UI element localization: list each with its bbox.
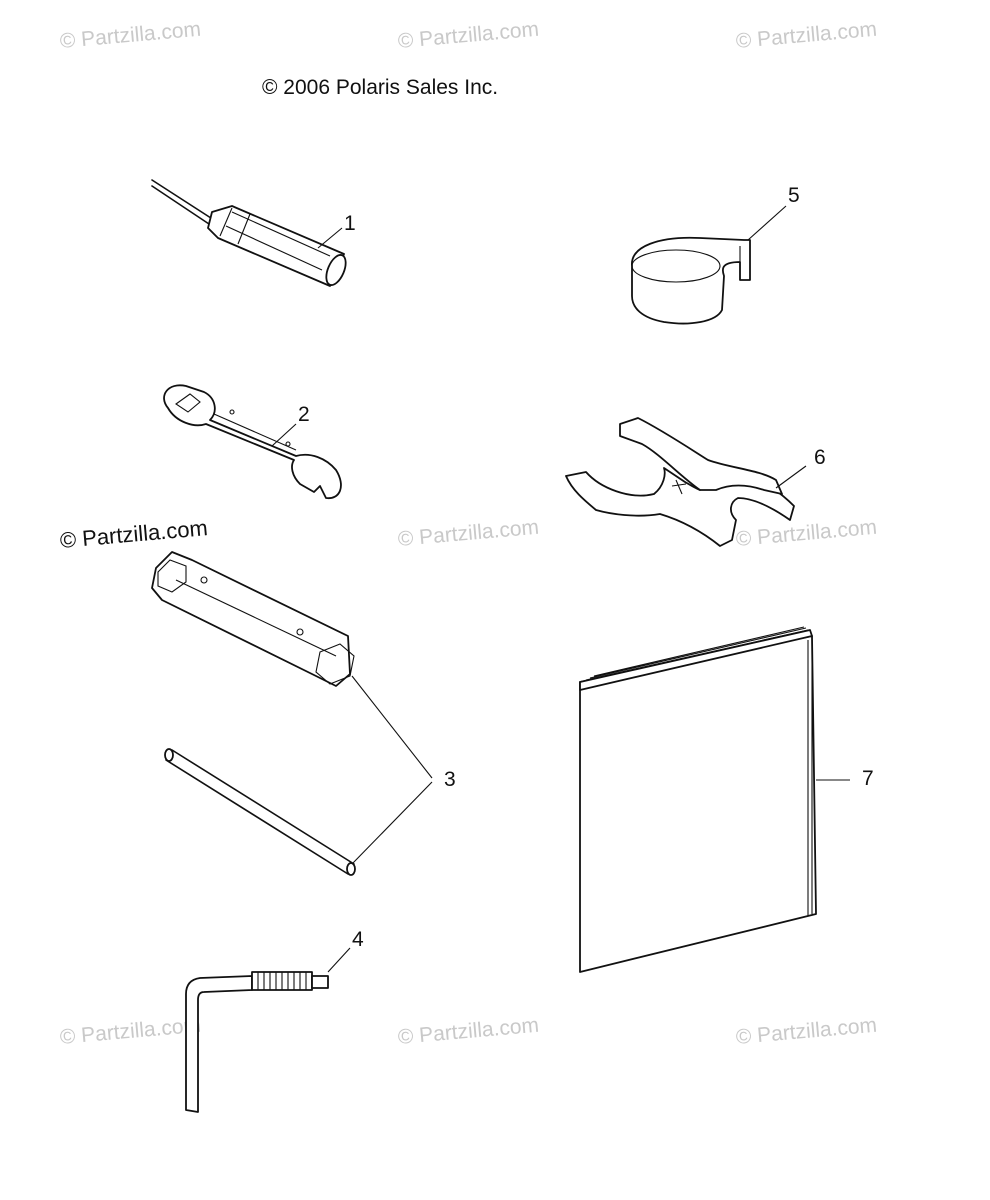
leader-line: [351, 781, 433, 865]
hex-key-icon: [185, 971, 329, 1113]
leader-line: [327, 947, 351, 973]
wrench-icon: [163, 384, 342, 499]
callout-4: 4: [352, 928, 364, 951]
leader-line: [351, 675, 433, 779]
strap-icon: [631, 236, 751, 325]
callout-7: 7: [862, 767, 874, 790]
callout-1: 1: [344, 212, 356, 235]
screwdriver-icon: [151, 179, 347, 287]
callout-2: 2: [298, 403, 310, 426]
leader-line: [317, 227, 343, 249]
spanner-icon: [565, 417, 795, 547]
leader-line: [775, 465, 807, 489]
tommy-bar-icon: [164, 748, 356, 876]
box-wrench-icon: [151, 551, 355, 687]
callout-3: 3: [444, 768, 456, 791]
manual-icon: [579, 626, 817, 973]
leader-line: [747, 205, 787, 241]
leader-line: [271, 423, 297, 447]
callout-6: 6: [814, 446, 826, 469]
copyright-notice: © 2006 Polaris Sales Inc.: [262, 76, 499, 99]
callout-5: 5: [788, 184, 800, 207]
